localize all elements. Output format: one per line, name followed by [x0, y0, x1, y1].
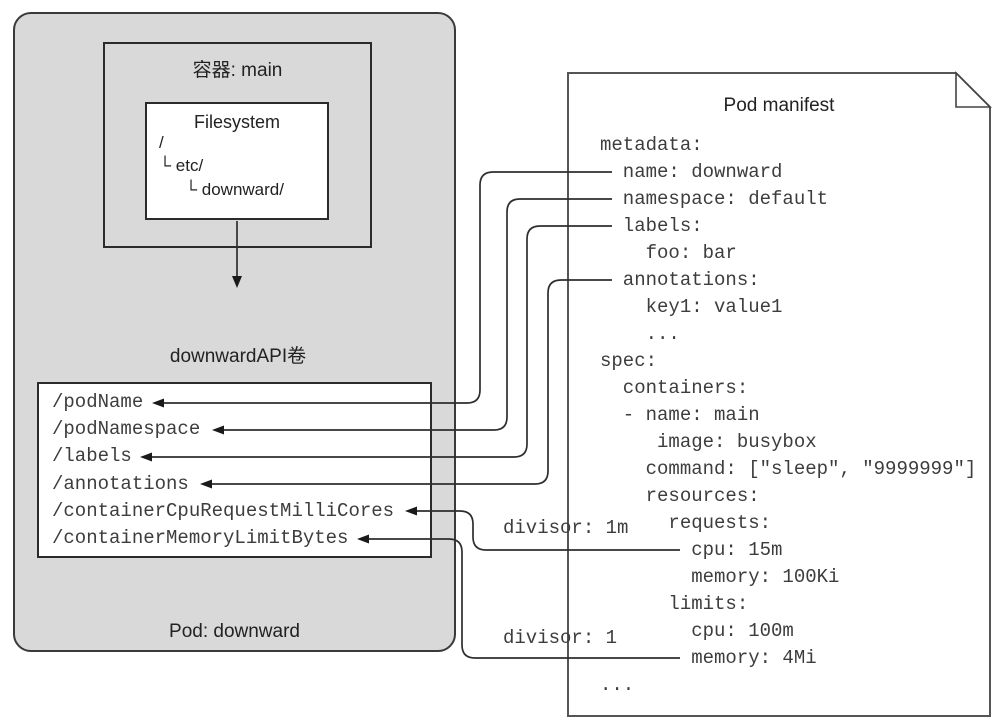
manifest-title: Pod manifest — [723, 95, 835, 116]
volume-file-podname: /podName — [52, 391, 144, 413]
manifest-line-labels: labels: — [600, 215, 703, 237]
container-label: 容器: main — [192, 60, 283, 81]
volume-file-container-memory-limit: /containerMemoryLimitBytes — [52, 527, 349, 550]
arrow-filesystem-to-volume — [232, 221, 242, 288]
manifest-line-spec: spec: — [600, 350, 658, 372]
filesystem-title: Filesystem — [193, 112, 280, 132]
manifest-line-name: name: downward — [600, 161, 783, 183]
divisor-memory-label: divisor: 1 — [503, 627, 618, 649]
manifest-line-namespace: namespace: default — [600, 188, 829, 210]
manifest-line-cpu-limit: cpu: 100m — [600, 620, 794, 642]
manifest-line-requests: requests: — [600, 512, 772, 534]
document-fold-corner — [955, 71, 992, 108]
connector-cpu-request-to-cpu-file — [405, 506, 680, 551]
document-page — [567, 72, 991, 717]
volume-file-labels: /labels — [52, 445, 132, 468]
manifest-line-limits: limits: — [600, 593, 749, 615]
manifest-line-resources: resources: — [600, 485, 760, 507]
manifest-line-memory-request: memory: 100Ki — [600, 566, 840, 588]
manifest-line-memory-limit: memory: 4Mi — [600, 647, 817, 669]
volume-label: downwardAPI卷 — [169, 346, 307, 367]
manifest-line-metadata: metadata: — [600, 134, 703, 156]
volume-file-container-cpu-request: /containerCpuRequestMilliCores — [52, 499, 395, 522]
connector-annotations-to-annotations-file — [200, 279, 612, 489]
connector-memory-limit-to-memory-file — [357, 534, 680, 659]
pod-label: Pod: downward — [169, 621, 300, 642]
connector-namespace-to-podnamespace — [212, 198, 612, 435]
filesystem-tree-etc: └ etc/ — [159, 156, 204, 175]
manifest-line-command: command: ["sleep", "9999999"] — [600, 458, 977, 480]
manifest-line-image: image: busybox — [600, 431, 817, 453]
connector-name-to-podname — [152, 171, 612, 408]
manifest-line-containers: containers: — [600, 377, 749, 399]
manifest-yaml: metadata: name: downward namespace: defa… — [600, 132, 990, 699]
divisor-cpu-label: divisor: 1m — [503, 517, 629, 539]
filesystem-tree-root: / — [159, 133, 164, 152]
manifest-line-container-name: - name: main — [600, 404, 760, 426]
volume-file-annotations: /annotations — [52, 472, 189, 495]
filesystem-box — [145, 102, 329, 220]
manifest-line-ellipsis-2: ... — [600, 674, 635, 696]
manifest-line-annotations: annotations: — [600, 269, 760, 291]
manifest-line-ellipsis-1: ... — [600, 323, 680, 345]
manifest-line-key1: key1: value1 — [600, 296, 783, 318]
manifest-document — [567, 71, 992, 717]
connector-labels-to-labels-file — [140, 225, 612, 462]
volume-file-podnamespace: /podNamespace — [52, 418, 201, 441]
manifest-line-foo: foo: bar — [600, 242, 737, 264]
manifest-line-cpu-request: cpu: 15m — [600, 539, 783, 561]
volume-files-box: /podName /podNamespace /labels /annotati… — [37, 382, 432, 558]
filesystem-tree-downward: └ downward/ — [185, 180, 284, 199]
